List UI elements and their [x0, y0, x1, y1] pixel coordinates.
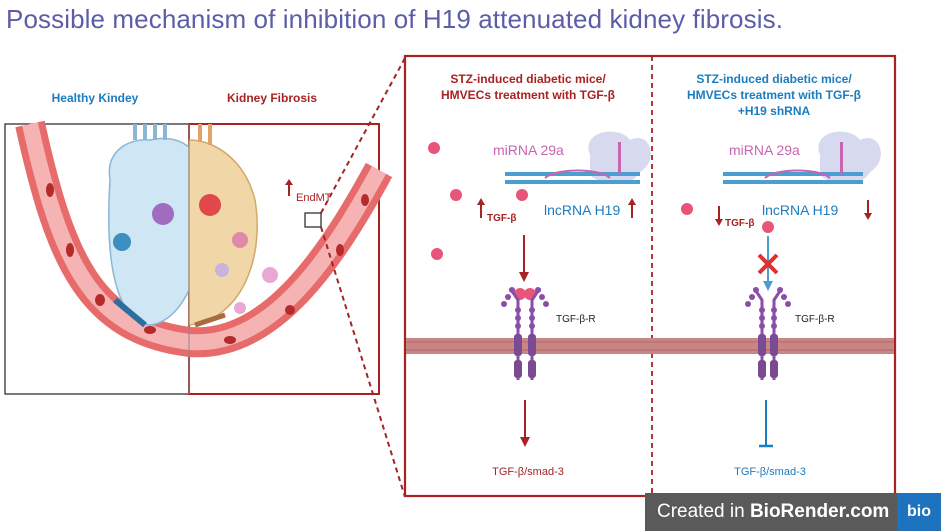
- detail-frame: [403, 54, 897, 498]
- right-bottom-label: TGF-β/smad-3: [734, 466, 806, 478]
- middle-bottom-label: TGF-β/smad-3: [492, 466, 564, 478]
- right-header-line2: HMVECs treatment with TGF-β: [687, 88, 861, 102]
- zoom-box: [304, 212, 322, 228]
- block-x-icon: [757, 253, 779, 275]
- healthy-kidney-label: Healthy Kindey: [52, 91, 139, 105]
- right-receptor-label: TGF-β-R: [795, 314, 835, 325]
- right-mirna-label: miRNA 29a: [729, 142, 800, 158]
- tgfb-molecules: [428, 142, 528, 260]
- right-header-line3: +H19 shRNA: [738, 104, 811, 118]
- red-blood-cells: [46, 183, 369, 344]
- podocyte-cell: [152, 203, 174, 225]
- watermark-prefix: Created in: [657, 501, 750, 522]
- right-receptor: [745, 287, 791, 380]
- middle-panel: STZ-induced diabetic mice/ HMVECs treatm…: [428, 72, 651, 478]
- biorender-logo: bio: [897, 493, 941, 531]
- right-mirna-complex: [818, 131, 881, 185]
- figure-title: Possible mechanism of inhibition of H19 …: [6, 4, 784, 34]
- watermark-brand: BioRender.com: [749, 501, 890, 522]
- middle-tgfb-label: TGF-β: [487, 213, 516, 224]
- blood-vessel-lumen: [22, 122, 387, 351]
- middle-header-line2: HMVECs treatment with TGF-β: [441, 88, 615, 102]
- kidney-fibrosis-label: Kidney Fibrosis: [227, 91, 317, 105]
- middle-receptor: [501, 287, 549, 380]
- middle-receptor-label: TGF-β-R: [556, 314, 596, 325]
- biorender-watermark: Created in BioRender.com bio: [645, 493, 941, 531]
- right-header-line1: STZ-induced diabetic mice/: [696, 72, 852, 86]
- cell-membrane: [406, 338, 894, 354]
- right-lncrna-label: lncRNA H19: [762, 202, 838, 218]
- right-panel: STZ-induced diabetic mice/ HMVECs treatm…: [681, 72, 881, 478]
- endmt-label: EndMT: [296, 192, 332, 204]
- left-panel: Healthy Kindey Kidney Fibrosis: [4, 91, 393, 395]
- middle-mirna-label: miRNA 29a: [493, 142, 564, 158]
- right-tgfb-label: TGF-β: [725, 218, 754, 229]
- middle-header-line1: STZ-induced diabetic mice/: [450, 72, 606, 86]
- middle-lncrna-label: lncRNA H19: [544, 202, 620, 218]
